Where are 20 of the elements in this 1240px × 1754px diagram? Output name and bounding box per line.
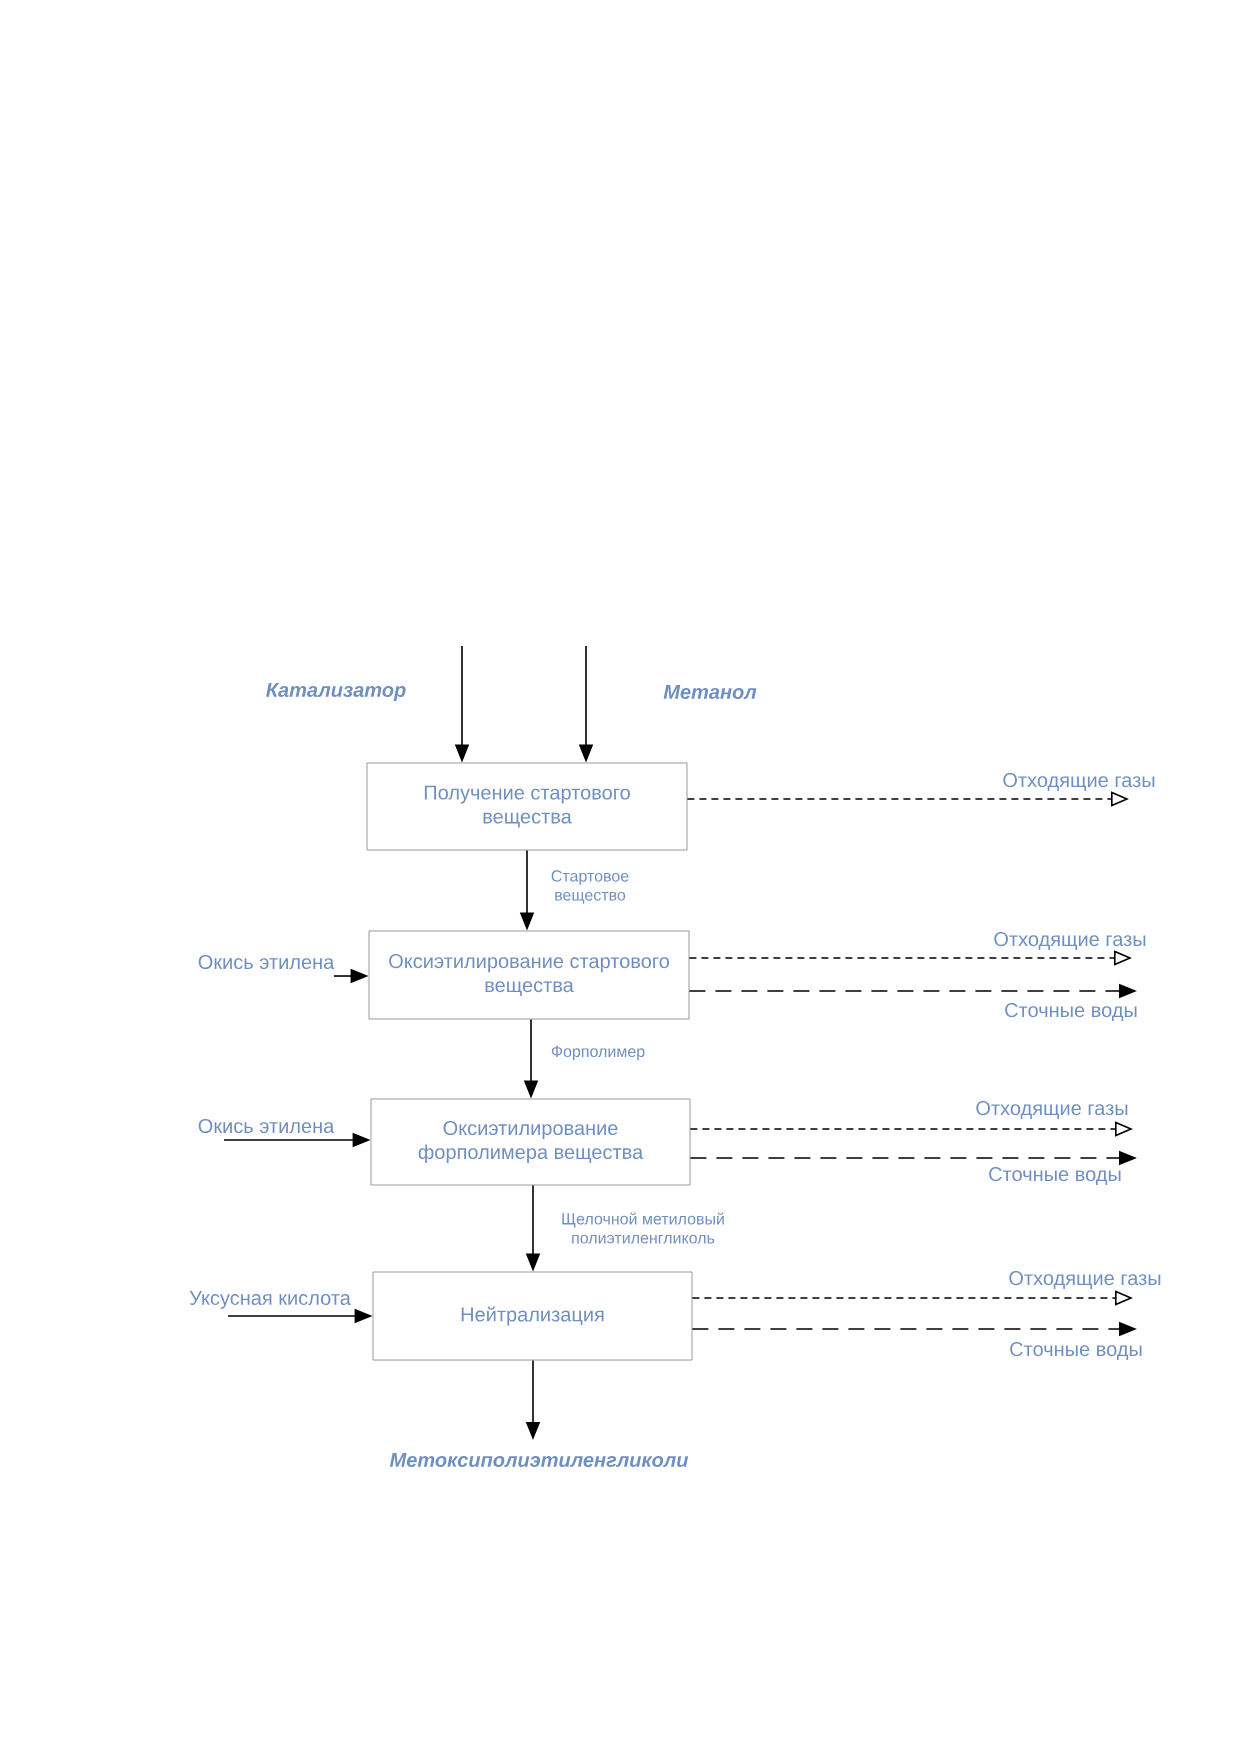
edge-label: Щелочной метиловый полиэтиленгликоль	[562, 1212, 724, 1244]
edge-label: Сточные воды	[989, 1167, 1121, 1185]
edge-label: Сточные воды	[1005, 1003, 1137, 1021]
process-box: Оксиэтилирование стартового вещества	[368, 930, 690, 1020]
process-box: Оксиэтилирование форполимера вещества	[370, 1098, 691, 1186]
process-box: Нейтрализация	[372, 1271, 693, 1361]
edge-label: Отходящие газы	[994, 932, 1146, 950]
edge-label: Форполимер	[551, 1045, 645, 1061]
edge-label: Отходящие газы	[1009, 1271, 1161, 1289]
edge-label: Отходящие газы	[1003, 773, 1155, 791]
edge-label: Уксусная кислота	[189, 1291, 351, 1309]
edge-label: Сточные воды	[1010, 1342, 1142, 1360]
edge-label: Метоксиполиэтиленгликоли	[389, 1453, 689, 1467]
edge-label: Метанол	[663, 685, 757, 699]
process-box: Получение стартового вещества	[366, 762, 688, 851]
edge-label: Отходящие газы	[976, 1101, 1128, 1119]
edge-label: Окись этилена	[198, 1118, 335, 1134]
edge-label: Катализатор	[266, 683, 406, 701]
edge-label: Окись этилена	[198, 954, 335, 970]
edge-label: Стартовое вещество	[551, 870, 629, 904]
